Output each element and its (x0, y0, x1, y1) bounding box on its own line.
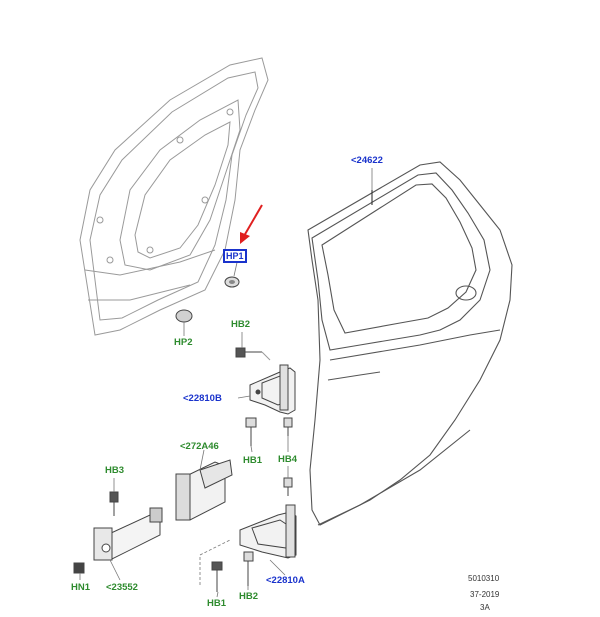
bolt-hb2-top (235, 347, 271, 361)
bolt-hb2-bottom (243, 551, 254, 586)
reference-date: 37-2019 (470, 590, 500, 599)
hp2-callout: HP2 (174, 337, 193, 348)
hp1-plug (224, 276, 240, 288)
hp2-plug (175, 309, 193, 323)
red-arrow-icon (240, 204, 263, 244)
bolt-hb1-mid (245, 417, 257, 446)
upper-hinge (249, 364, 296, 415)
reference-revision: 3A (480, 603, 490, 612)
hn1-callout: HN1 (71, 582, 91, 593)
hb4-callout: HB4 (278, 454, 298, 465)
check-link (73, 491, 163, 574)
reference-number: 5010310 (468, 574, 500, 583)
inner-door-panel (79, 57, 269, 336)
ref-22810a-callout: <22810A (266, 575, 305, 586)
bolt-hb1-bottom (211, 561, 223, 592)
hp1-callout-highlight: HP1 (223, 249, 247, 263)
lower-hinge (239, 504, 297, 559)
hb1-mid-callout: HB1 (243, 455, 263, 466)
leader-lines (79, 168, 373, 598)
door-check-strap (175, 459, 233, 521)
hb2-top-callout: HB2 (231, 319, 251, 330)
hb1-bottom-callout: HB1 (207, 598, 227, 609)
ref-272a46-callout: <272A46 (180, 441, 219, 452)
hp1-callout: HP1 (226, 251, 244, 261)
outer-door-shell (307, 161, 513, 526)
ref-22810b-callout: <22810B (183, 393, 222, 404)
ref-24622-callout: <24622 (351, 155, 383, 166)
hb2-bottom-callout: HB2 (239, 591, 259, 602)
ref-23552-callout: <23552 (106, 582, 138, 593)
hb3-callout: HB3 (105, 465, 125, 476)
